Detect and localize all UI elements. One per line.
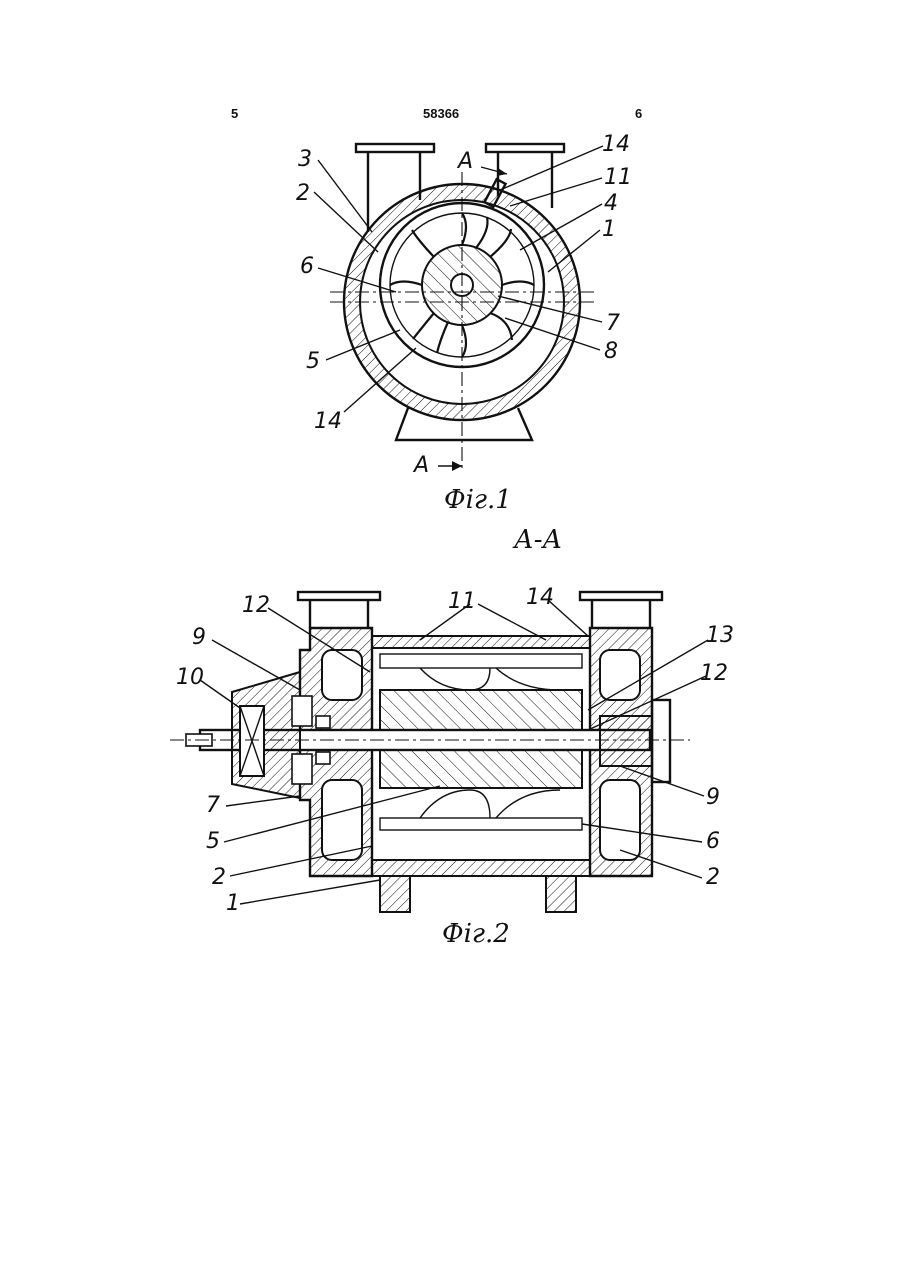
fig2-drawing [170, 592, 708, 912]
fig2-outlet-pipe [580, 592, 662, 628]
fig2-callout-10: 10 [176, 665, 204, 690]
fig2-inlet-pipe [298, 592, 380, 628]
fig2-caption: Фіг.2 [442, 919, 510, 949]
fig2-callout-9-right: 9 [706, 785, 720, 810]
fig1-callout-2: 2 [296, 181, 310, 206]
fig2-callout-2-left: 2 [212, 865, 226, 890]
fig1-callout-3: 3 [298, 147, 312, 172]
fig2-callout-11: 11 [448, 589, 476, 614]
section-mark-bottom: A [412, 453, 429, 478]
fig1-callout-5: 5 [306, 349, 320, 374]
section-title: А-А [512, 525, 562, 555]
fig1-caption: Фіг.1 [444, 485, 512, 515]
fig2-callout-9-left: 9 [192, 625, 206, 650]
fig1-callout-11: 11 [604, 165, 632, 190]
fig1-callout-7: 7 [606, 311, 620, 336]
fig2-callout-7: 7 [206, 793, 220, 818]
fig2-callout-12-left: 12 [242, 593, 270, 618]
fig2-callout-2-right: 2 [706, 865, 720, 890]
fig2-left-cover [300, 628, 372, 876]
fig1-callout-4: 4 [604, 191, 618, 216]
fig1-callout-6: 6 [300, 254, 314, 279]
fig1-callout-14-bottom: 14 [314, 409, 342, 434]
section-arrow-top-head [497, 168, 507, 176]
fig2-feet [380, 876, 576, 912]
fig1-callout-8: 8 [604, 339, 618, 364]
fig2-callout-12-right: 12 [700, 661, 728, 686]
fig2-callout-1: 1 [226, 891, 240, 916]
fig2-callout-14: 14 [526, 585, 554, 610]
fig2-callout-6: 6 [706, 829, 720, 854]
section-arrow-bottom-head [452, 461, 462, 471]
fig1-drawing [314, 144, 603, 471]
fig1-callout-14-top: 14 [602, 132, 630, 157]
fig1-callout-1: 1 [602, 217, 616, 242]
fig2-callout-13: 13 [706, 623, 734, 648]
fig2-callout-5: 5 [206, 829, 220, 854]
section-mark-top: A [456, 149, 473, 174]
